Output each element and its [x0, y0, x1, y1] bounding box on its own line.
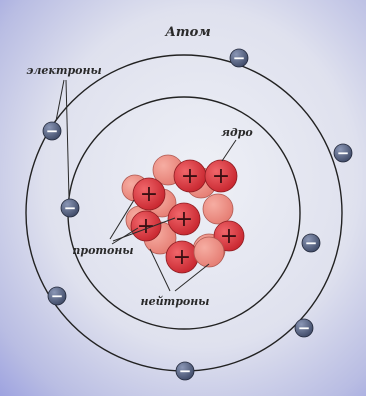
svg-text:−: −	[46, 122, 59, 140]
electron: −	[48, 287, 66, 305]
electron: −	[334, 144, 352, 162]
electron: −	[302, 234, 320, 252]
electrons-leader	[66, 80, 69, 198]
nucleus-leader	[222, 140, 236, 161]
svg-text:+: +	[140, 182, 158, 207]
neutrons-label: нейтроны	[141, 295, 210, 308]
proton: +	[131, 211, 161, 241]
atom-title: Атом	[164, 25, 210, 40]
electron: −	[295, 319, 313, 337]
svg-text:−: −	[337, 144, 350, 162]
proton: +	[133, 178, 165, 210]
protons-leader	[112, 228, 138, 244]
neutron	[194, 237, 224, 267]
proton: +	[205, 160, 237, 192]
svg-text:−: −	[233, 49, 246, 67]
electron: −	[61, 199, 79, 217]
proton: +	[174, 160, 206, 192]
svg-text:+: +	[181, 164, 199, 189]
protons-label: протоны	[72, 244, 133, 257]
svg-text:−: −	[298, 319, 311, 337]
neutron	[203, 194, 233, 224]
svg-text:−: −	[179, 362, 192, 380]
proton: +	[166, 241, 198, 273]
electron: −	[230, 49, 248, 67]
svg-text:+: +	[212, 164, 230, 189]
svg-text:+: +	[173, 245, 191, 270]
electrons-label: электроны	[26, 64, 101, 77]
electron: −	[176, 362, 194, 380]
nucleus-label: ядро	[221, 126, 252, 139]
nucleus: + + + + + + +	[122, 155, 244, 273]
svg-text:+: +	[175, 207, 193, 232]
svg-text:−: −	[51, 287, 64, 305]
svg-text:−: −	[64, 199, 77, 217]
electron: −	[43, 122, 61, 140]
svg-text:−: −	[305, 234, 318, 252]
